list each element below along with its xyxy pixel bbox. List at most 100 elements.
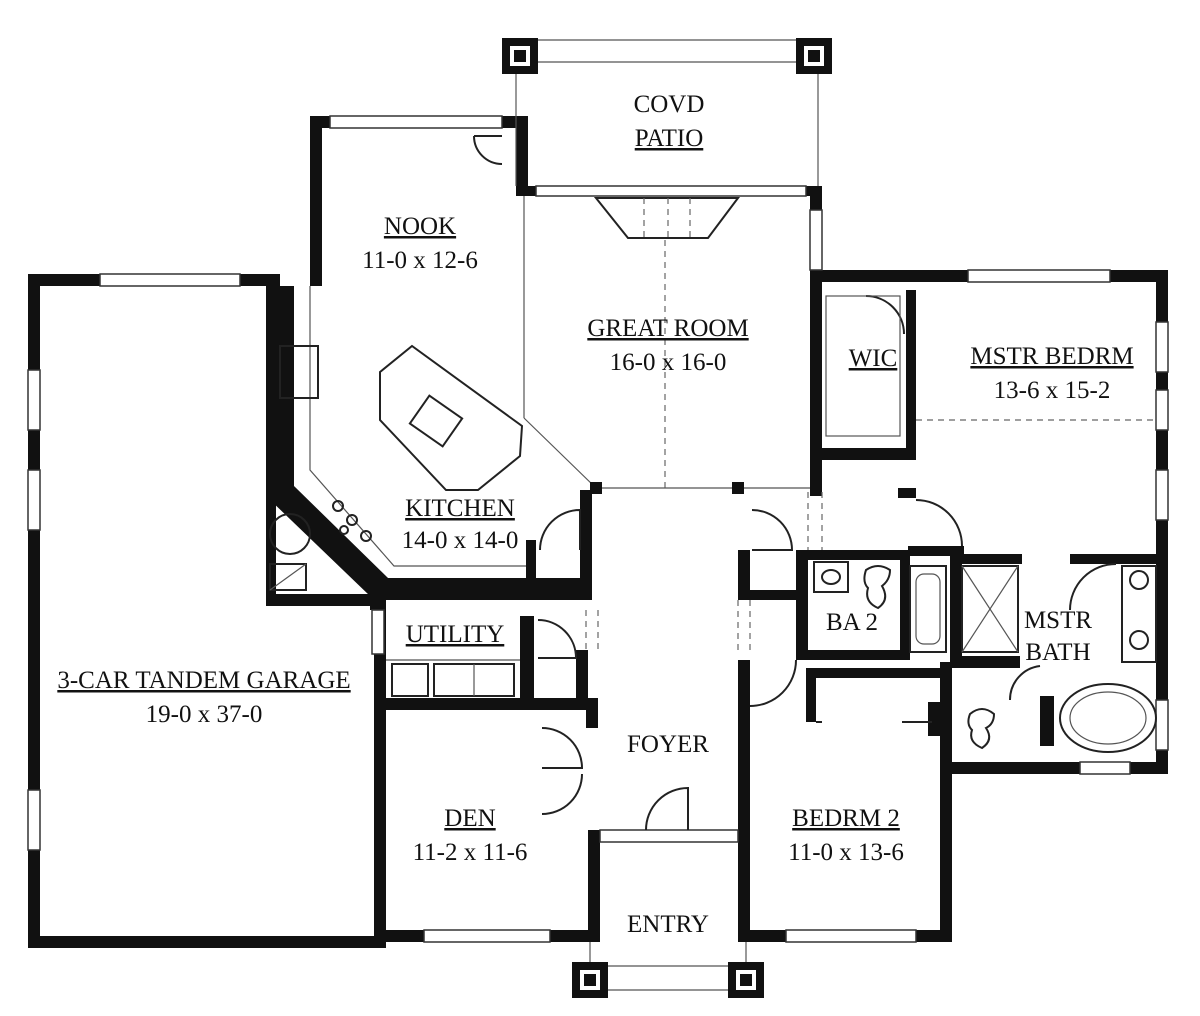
counter-edge xyxy=(309,286,526,567)
wic-label: WIC xyxy=(849,345,898,372)
wall xyxy=(810,448,910,460)
wall xyxy=(586,698,598,728)
wall xyxy=(374,596,386,946)
door xyxy=(915,499,963,547)
wall xyxy=(28,274,40,946)
counter xyxy=(380,578,580,600)
room-labels: COVD PATIO NOOK 11-0 x 12-6 GREAT ROOM 1… xyxy=(57,91,1133,938)
window xyxy=(967,269,1111,283)
window xyxy=(785,929,917,943)
sink xyxy=(813,561,849,593)
bathtub xyxy=(1059,683,1157,753)
doors xyxy=(371,135,1117,831)
wall xyxy=(950,554,1022,564)
opening xyxy=(371,609,385,655)
door xyxy=(541,773,583,815)
wall xyxy=(806,668,816,722)
patio-structure xyxy=(502,38,832,186)
door xyxy=(751,509,794,551)
wall xyxy=(796,550,808,660)
wall xyxy=(1040,696,1054,746)
door xyxy=(541,727,584,769)
washer xyxy=(391,663,429,697)
wall xyxy=(810,270,968,282)
kitchen-label: KITCHEN xyxy=(405,495,515,522)
great-room-size: 16-0 x 16-0 xyxy=(610,349,727,376)
window xyxy=(27,469,41,531)
patio-label: COVD xyxy=(634,91,705,118)
window xyxy=(1155,469,1169,521)
wall xyxy=(738,590,798,600)
door xyxy=(1008,665,1041,701)
column xyxy=(502,38,538,74)
garage-size: 19-0 x 37-0 xyxy=(146,701,263,728)
fridge xyxy=(279,345,319,399)
window xyxy=(1155,699,1169,751)
wall xyxy=(310,116,330,128)
den-size: 11-2 x 11-6 xyxy=(413,839,528,866)
wall xyxy=(588,830,600,942)
post xyxy=(590,482,602,494)
master-bath-fixtures xyxy=(961,565,1157,753)
door xyxy=(645,786,689,831)
wall xyxy=(908,546,964,556)
window xyxy=(27,369,41,431)
wall xyxy=(806,668,952,678)
door xyxy=(865,295,905,335)
bedroom-2-size: 11-0 x 13-6 xyxy=(788,839,904,866)
wic-shelf xyxy=(825,295,901,437)
wall xyxy=(796,550,908,560)
door xyxy=(537,619,578,659)
wall xyxy=(28,274,100,286)
toilet xyxy=(863,565,892,610)
wall xyxy=(580,490,592,600)
wall xyxy=(240,274,280,286)
master-bath-label-2: BATH xyxy=(1025,639,1090,666)
master-bath-label: MSTR xyxy=(1024,607,1092,634)
utility-label: UTILITY xyxy=(406,621,505,648)
master-bedroom-size: 13-6 x 15-2 xyxy=(994,377,1111,404)
great-room-label: GREAT ROOM xyxy=(587,315,748,342)
window xyxy=(1155,389,1169,431)
wall xyxy=(266,594,386,606)
wall xyxy=(950,556,962,666)
interior-walls xyxy=(266,280,1160,746)
exterior-walls xyxy=(28,116,1168,948)
den-label: DEN xyxy=(444,805,495,832)
cooktop xyxy=(332,500,372,542)
floor-transition xyxy=(523,417,597,489)
vanity xyxy=(1121,565,1157,663)
window xyxy=(1079,761,1131,775)
wall xyxy=(810,280,822,456)
door xyxy=(1069,563,1117,611)
wall xyxy=(810,456,822,496)
post xyxy=(732,482,744,494)
fireplace-hearth xyxy=(593,197,740,239)
column xyxy=(728,962,764,998)
wall xyxy=(738,550,750,596)
wall xyxy=(950,656,1020,668)
wall xyxy=(370,600,386,610)
nook-size: 11-0 x 12-6 xyxy=(362,247,478,274)
toilet xyxy=(967,708,996,750)
wall xyxy=(1110,270,1166,282)
wall xyxy=(906,290,916,460)
sink xyxy=(408,394,464,448)
garage-water-heater xyxy=(269,513,311,591)
island xyxy=(379,344,524,491)
master-bedroom-label: MSTR BEDRM xyxy=(970,343,1133,370)
wall xyxy=(950,762,1168,774)
entry-label: ENTRY xyxy=(627,911,709,938)
nook-label: NOOK xyxy=(384,213,456,240)
window xyxy=(1155,321,1169,373)
wall xyxy=(1070,554,1160,564)
window xyxy=(99,273,241,287)
bathtub xyxy=(909,565,947,653)
wall xyxy=(526,540,536,600)
wall xyxy=(516,116,528,196)
window xyxy=(423,929,551,943)
wall xyxy=(940,662,952,942)
patio-label-2: PATIO xyxy=(635,125,704,152)
